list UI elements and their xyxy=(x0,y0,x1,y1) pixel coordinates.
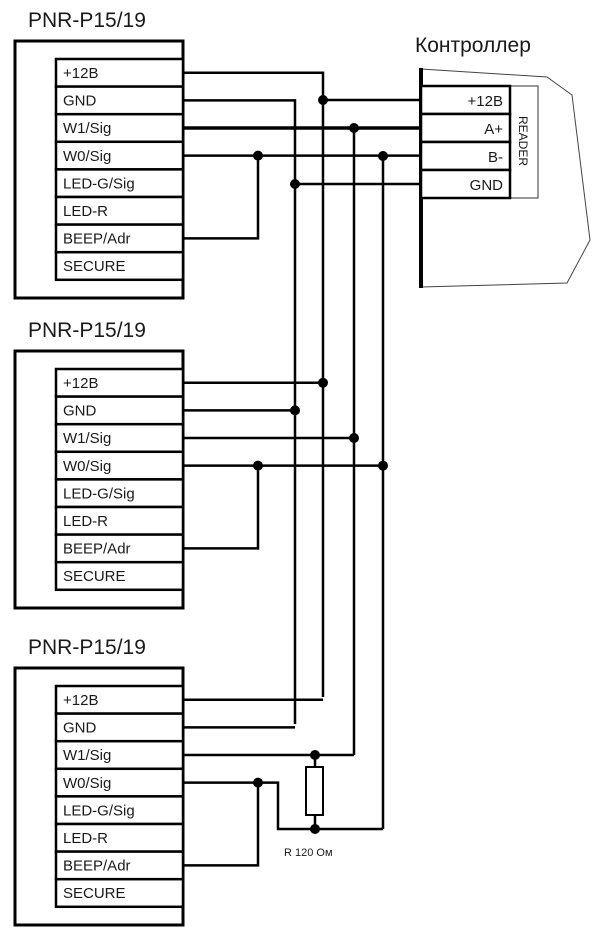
terminal-label: W0/Sig xyxy=(63,148,111,165)
terminal-label: +12В xyxy=(63,65,98,82)
controller-terminal-label: B- xyxy=(488,149,503,166)
terminal-label: LED-R xyxy=(63,203,108,220)
terminal-label: LED-R xyxy=(63,513,108,530)
wires xyxy=(183,71,421,867)
junction-dot xyxy=(253,777,263,788)
terminal-led-g-sig xyxy=(54,795,185,826)
reader-3: PNR-P15/19 +12В GND W1/SigW0/SigLED-G/SigLE… xyxy=(13,636,185,927)
controller-terminal-label: A+ xyxy=(484,121,503,138)
wire-r3-b xyxy=(183,781,383,831)
junction-dot xyxy=(318,377,328,388)
junction-dot xyxy=(378,151,388,161)
terminal-label: GND xyxy=(63,403,97,420)
terminal-label: +12В xyxy=(63,692,98,709)
wire-12v-bus xyxy=(183,71,325,697)
terminal-label: +12В xyxy=(63,375,98,392)
termination-resistor: R 120 Ом xyxy=(284,766,333,859)
wire-beep-jumper xyxy=(183,155,260,240)
controller: Контроллер READER +12В A+ B- GND xyxy=(415,34,591,288)
terminal-secure xyxy=(54,877,185,909)
junction-dot xyxy=(349,433,359,443)
junction-dot xyxy=(290,179,300,189)
wire-r3-beep-jumper xyxy=(183,782,260,867)
reader-title: PNR-P15/19 xyxy=(28,636,146,659)
reader-port-box xyxy=(509,85,539,199)
terminal-label: GND xyxy=(63,93,97,110)
terminal-label: LED-G/Sig xyxy=(63,485,135,502)
terminal-label: BEEP/Adr xyxy=(63,858,131,875)
terminal-label: GND xyxy=(63,720,97,737)
terminal-label: LED-R xyxy=(63,830,108,847)
terminal-label: W0/Sig xyxy=(63,775,111,792)
terminal-beep-adr xyxy=(54,223,185,254)
terminal-label: LED-G/Sig xyxy=(63,175,135,192)
reader-title: PNR-P15/19 xyxy=(28,319,146,342)
resistor-body xyxy=(305,766,324,816)
wire-gnd-bus xyxy=(183,99,297,724)
reader-port-label: READER xyxy=(516,116,530,166)
junction-dot xyxy=(310,750,320,760)
terminal-label: SECURE xyxy=(63,885,126,902)
terminal-label: W1/Sig xyxy=(63,430,111,447)
wire-r2-beep-jumper xyxy=(183,465,260,550)
terminal-label: LED-G/Sig xyxy=(63,802,135,819)
resistor-label: R 120 Ом xyxy=(284,847,333,859)
terminal-label: W1/Sig xyxy=(63,120,111,137)
junction-dot xyxy=(318,95,328,105)
terminal-label: W0/Sig xyxy=(63,458,111,475)
terminal-led-r xyxy=(54,505,185,536)
junction-dot xyxy=(253,460,263,471)
reader-2: PNR-P15/19 +12В GND W1/SigW0/SigLED-G/SigLE… xyxy=(13,319,185,610)
reader-1: PNR-P15/19 +12В GND W1/SigW0/SigLED-G/SigLE… xyxy=(13,9,185,300)
controller-terminal-block: +12В A+ B- GND xyxy=(419,84,512,200)
terminal-label: W1/Sig xyxy=(63,747,111,764)
controller-title: Контроллер xyxy=(415,34,531,57)
terminal-secure xyxy=(54,560,185,592)
terminal-label: BEEP/Adr xyxy=(63,231,131,248)
junction-dot xyxy=(378,460,388,471)
controller-terminal-label: GND xyxy=(470,177,504,194)
terminal-led-g-sig xyxy=(54,168,185,199)
controller-terminal-label: +12В xyxy=(468,93,503,110)
terminal-beep-adr xyxy=(54,533,185,564)
terminal-12в xyxy=(54,684,185,715)
junction-dots xyxy=(253,95,388,834)
terminal-label: SECURE xyxy=(63,258,126,275)
terminal-label: SECURE xyxy=(63,568,126,585)
terminal-w0-sig xyxy=(54,767,185,798)
reader-title: PNR-P15/19 xyxy=(28,9,146,32)
junction-dot xyxy=(253,150,263,161)
terminal-label: BEEP/Adr xyxy=(63,541,131,558)
junction-dot xyxy=(290,405,300,416)
junction-dot xyxy=(349,123,359,133)
junction-dot xyxy=(310,824,320,834)
terminal-secure xyxy=(54,250,185,282)
